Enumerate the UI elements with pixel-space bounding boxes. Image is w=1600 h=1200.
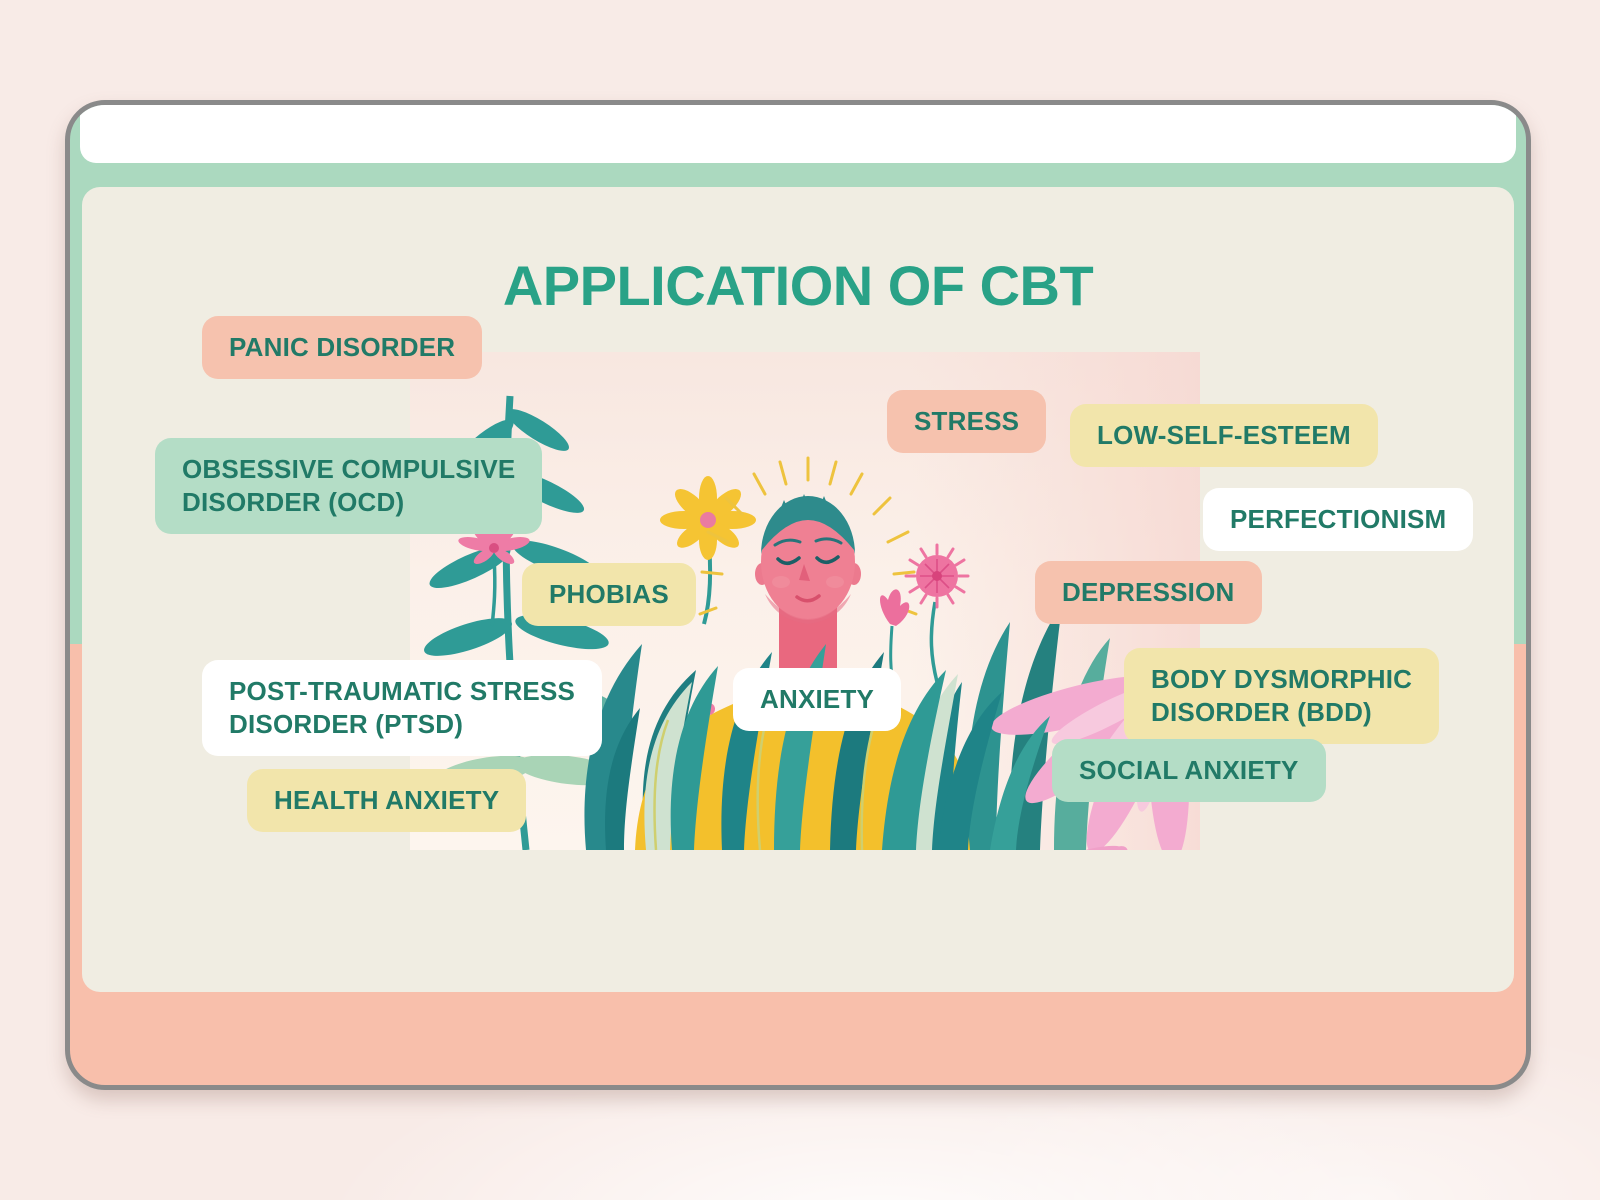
label-social-anxiety: SOCIAL ANXIETY — [1052, 739, 1326, 802]
label-health-anxiety: HEALTH ANXIETY — [247, 769, 527, 832]
app-window: APPLICATION OF CBT — [65, 100, 1531, 1090]
label-ocd: OBSESSIVE COMPULSIVE DISORDER (OCD) — [155, 438, 543, 534]
label-anxiety: ANXIETY — [733, 668, 902, 731]
label-phobias: PHOBIAS — [522, 563, 696, 626]
yellow-flower — [660, 476, 756, 625]
slide-title: APPLICATION OF CBT — [502, 254, 1094, 317]
label-stress: STRESS — [887, 390, 1047, 453]
pink-round-flower — [904, 543, 970, 683]
label-bdd: BODY DYSMORPHIC DISORDER (BDD) — [1124, 648, 1440, 744]
label-depression: DEPRESSION — [1035, 561, 1262, 624]
window-top-bar — [80, 105, 1516, 163]
label-perfectionism: PERFECTIONISM — [1203, 488, 1474, 551]
slide-canvas: APPLICATION OF CBT — [82, 187, 1514, 992]
label-low-self-esteem: LOW-SELF-ESTEEM — [1070, 404, 1378, 467]
label-panic-disorder: PANIC DISORDER — [202, 316, 483, 379]
label-ptsd: POST-TRAUMATIC STRESS DISORDER (PTSD) — [202, 660, 603, 756]
